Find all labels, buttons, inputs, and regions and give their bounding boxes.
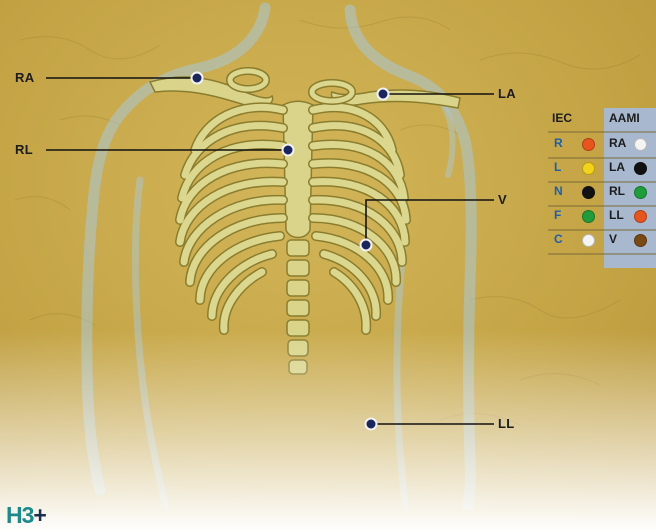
legend-aami-label: LL [609, 208, 624, 222]
legend-aami-color-dot [634, 162, 647, 175]
lead-label-v: V [498, 192, 507, 207]
legend-iec-color-dot [582, 162, 595, 175]
legend-aami-label: RA [609, 136, 626, 150]
brand-logo: H3+ [6, 502, 46, 529]
legend-header-aami: AAMI [609, 111, 640, 125]
electrode-marker-la [378, 89, 389, 100]
lead-label-ll: LL [498, 416, 514, 431]
lead-label-la: LA [498, 86, 516, 101]
legend-aami-color-dot [634, 186, 647, 199]
legend-aami-label: RL [609, 184, 625, 198]
electrode-marker-v [361, 240, 372, 251]
legend-iec-letter: C [554, 232, 563, 246]
color-code-legend: IEC AAMI R RA L LA N RL F LL C V [548, 108, 656, 268]
lead-label-rl: RL [15, 142, 33, 157]
legend-aami-label: V [609, 232, 617, 246]
legend-header-iec: IEC [552, 111, 572, 125]
legend-aami-color-dot [634, 210, 647, 223]
legend-iec-letter: F [554, 208, 561, 222]
electrode-marker-ll [366, 419, 377, 430]
legend-iec-color-dot [582, 210, 595, 223]
legend-aami-color-dot [634, 138, 647, 151]
electrode-marker-ra [192, 73, 203, 84]
legend-iec-letter: R [554, 136, 563, 150]
legend-iec-color-dot [582, 234, 595, 247]
brand-logo-mark: H3 [6, 502, 33, 528]
legend-aami-label: LA [609, 160, 625, 174]
bottom-fade [0, 330, 656, 532]
lead-label-ra: RA [15, 70, 34, 85]
legend-aami-color-dot [634, 234, 647, 247]
legend-iec-color-dot [582, 138, 595, 151]
legend-iec-color-dot [582, 186, 595, 199]
legend-iec-letter: L [554, 160, 561, 174]
brand-logo-plus: + [33, 502, 45, 528]
legend-iec-letter: N [554, 184, 563, 198]
electrode-marker-rl [283, 145, 294, 156]
